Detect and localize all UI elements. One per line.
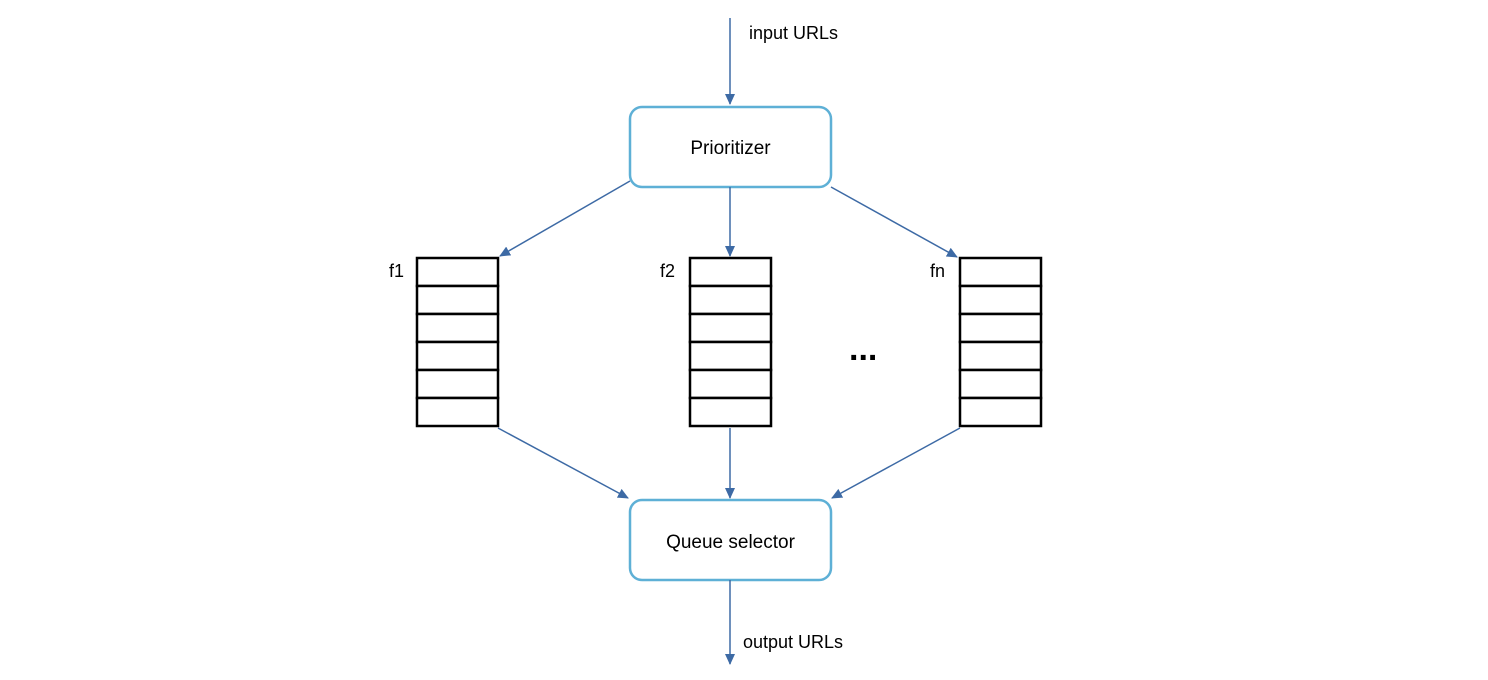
queue-cell (688, 312, 773, 344)
queue-cell (688, 284, 773, 316)
queue-cell (958, 368, 1043, 400)
queue-cell (958, 340, 1043, 372)
queue-cell (688, 396, 773, 428)
arrow-prioritizer-to-f1 (499, 180, 631, 257)
queue-cell (688, 340, 773, 372)
arrow-fn-to-selector (831, 427, 961, 499)
queue-cell (415, 396, 500, 428)
prioritizer-box: Prioritizer (628, 105, 833, 189)
queue-selector-label: Queue selector (666, 532, 796, 553)
queue-cell (415, 312, 500, 344)
queue-fn-label: fn (930, 261, 945, 281)
ellipsis: ... (849, 330, 877, 368)
queue-fn-cells (958, 256, 1043, 428)
input-label: input URLs (749, 23, 838, 43)
arrow-prioritizer-to-fn (830, 186, 958, 258)
prioritizer-label: Prioritizer (690, 138, 771, 159)
queue-f1-label: f1 (389, 261, 404, 281)
queue-cell (415, 284, 500, 316)
queue-selector-box: Queue selector (628, 498, 833, 582)
queue-cell (688, 368, 773, 400)
queue-cell (688, 256, 773, 288)
queue-f2-label: f2 (660, 261, 675, 281)
queue-f1: f1 (389, 256, 500, 428)
queue-cell (415, 256, 500, 288)
queue-cell (958, 312, 1043, 344)
queue-fn: fn (930, 256, 1043, 428)
queue-cell (958, 284, 1043, 316)
queue-cell (958, 256, 1043, 288)
arrow-f1-to-selector (497, 427, 629, 499)
output-label: output URLs (743, 632, 843, 652)
queue-f1-cells (415, 256, 500, 428)
queue-cell (415, 340, 500, 372)
queue-cell (415, 368, 500, 400)
queue-cell (958, 396, 1043, 428)
queue-f2-cells (688, 256, 773, 428)
queue-f2: f2 (660, 256, 773, 428)
